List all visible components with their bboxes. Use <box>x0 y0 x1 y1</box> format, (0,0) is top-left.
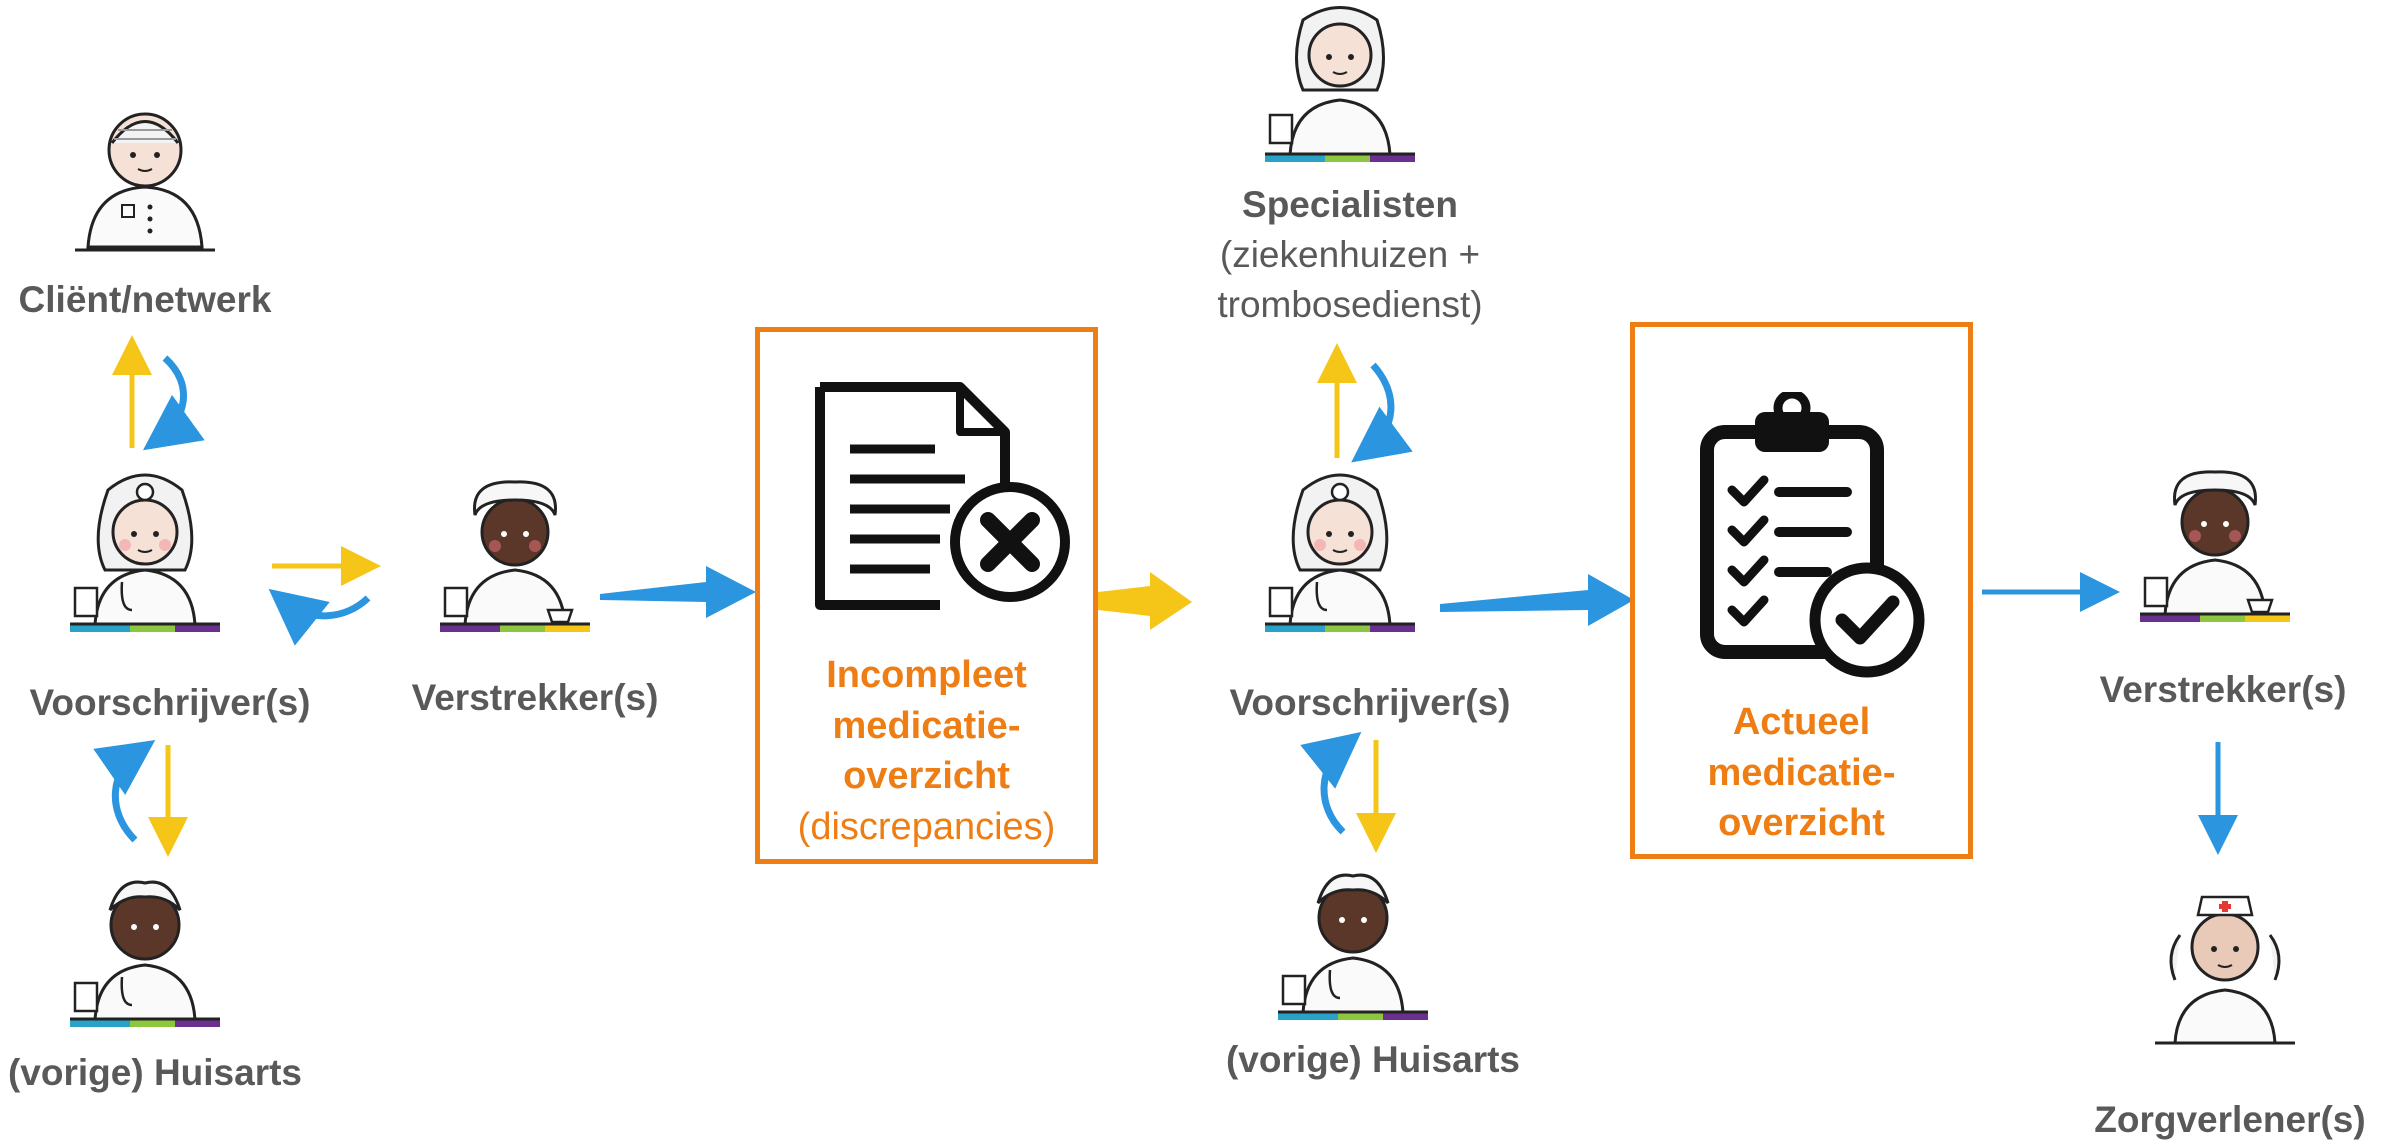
blue-curve-arrow-disp1 <box>268 588 371 646</box>
patient-icon <box>75 112 215 252</box>
specialists-sub2: trombosedienst) <box>1217 283 1483 325</box>
doctor-icon <box>70 473 220 632</box>
incomplete-line3: overzicht <box>843 755 1010 798</box>
dispenser2-figure <box>2140 460 2290 635</box>
blue-curve-arrow-gp2 <box>1300 731 1362 835</box>
dispenser1-figure <box>440 470 590 645</box>
incomplete-line2: medicatie- <box>832 704 1021 747</box>
prescriber2-label: Voorschrijver(s) <box>1229 682 1511 723</box>
dispenser2-label: Verstrekker(s) <box>2099 669 2347 710</box>
specialists-sub1: (ziekenhuizen + <box>1219 233 1481 275</box>
document-error-icon <box>815 382 1070 610</box>
blue-curve-arrow-gp1 <box>93 740 156 843</box>
prescriber1-figure <box>70 470 220 645</box>
gp1-figure <box>70 865 220 1040</box>
doctor-icon <box>1265 6 1415 162</box>
gp2-label: (vorige) Huisarts <box>1225 1039 1520 1080</box>
nurse-icon <box>2155 895 2295 1045</box>
clipboard-check-icon <box>1700 392 1925 678</box>
pharmacist-icon <box>2140 470 2290 622</box>
current-overview-box: Actueel medicatie- overzicht <box>1630 322 1973 859</box>
prescriber1-label: Voorschrijver(s) <box>29 682 311 723</box>
doctor-icon <box>70 880 220 1027</box>
blue-wedge-arrow-to-incomplete <box>600 566 756 618</box>
caregiver-label: Zorgverlener(s) <box>2094 1099 2366 1140</box>
caregiver-figure <box>2150 885 2300 1055</box>
incomplete-overview-box: Incompleet medicatie- overzicht (discrep… <box>755 327 1098 864</box>
client-label: Cliënt/netwerk <box>18 279 272 320</box>
specialists-label: Specialisten (ziekenhuizen + trombosedie… <box>1200 180 1500 330</box>
incomplete-overview-text: Incompleet medicatie- overzicht (discrep… <box>760 650 1093 852</box>
prescriber2-figure <box>1265 470 1415 645</box>
current-overview-text: Actueel medicatie- overzicht <box>1635 697 1968 849</box>
doctor-icon <box>1278 873 1428 1020</box>
yellow-wedge-arrow-to-prescriber2 <box>1098 572 1192 630</box>
gp1-label: (vorige) Huisarts <box>7 1052 302 1093</box>
current-line2: medicatie- <box>1707 751 1896 794</box>
blue-curve-arrow-client <box>142 355 205 451</box>
client-figure <box>70 95 220 255</box>
doctor-icon <box>1265 473 1415 632</box>
blue-wedge-arrow-to-current <box>1440 574 1634 626</box>
incomplete-note: (discrepancies) <box>797 805 1056 848</box>
pharmacist-icon <box>440 480 590 632</box>
blue-curve-arrow-specialists <box>1351 362 1413 463</box>
current-line3: overzicht <box>1718 802 1885 845</box>
current-line1: Actueel <box>1732 701 1871 743</box>
dispenser1-label: Verstrekker(s) <box>411 677 659 718</box>
incomplete-line1: Incompleet <box>826 654 1027 696</box>
gp2-figure <box>1278 858 1428 1033</box>
specialists-figure <box>1265 0 1415 170</box>
